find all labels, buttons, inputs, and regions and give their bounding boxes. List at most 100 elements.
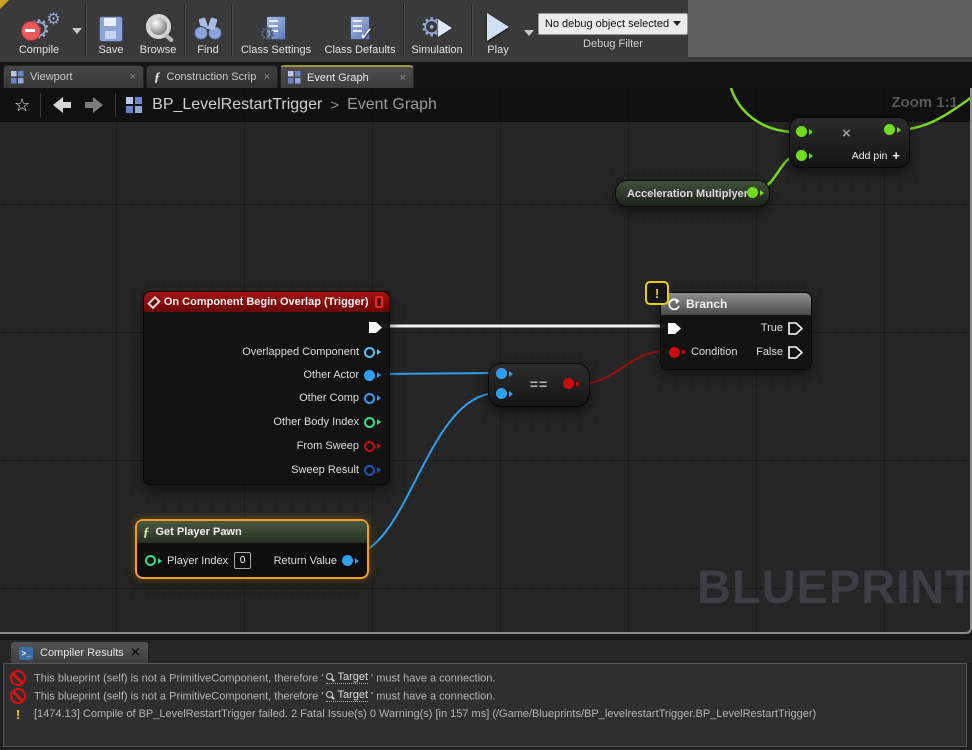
save-button[interactable]: Save (90, 3, 132, 59)
pin-return-value[interactable] (342, 555, 359, 566)
event-node-title: On Component Begin Overlap (Trigger) (163, 296, 369, 308)
chevron-right-icon: > (330, 96, 340, 114)
forward-arrow-icon[interactable] (83, 96, 105, 114)
equals-output-pin[interactable] (563, 378, 580, 389)
tab-event-graph-label: Event Graph (307, 71, 369, 84)
tab-viewport-label: Viewport (30, 71, 73, 83)
compile-label: Compile (18, 44, 60, 56)
target-pin-link[interactable]: Target (326, 689, 369, 703)
find-button[interactable]: Find (188, 3, 228, 59)
tab-close-icon[interactable]: × (129, 71, 136, 83)
multiply-output-pin[interactable] (884, 124, 901, 135)
blueprint-watermark: BLUEPRINT (697, 560, 972, 613)
player-index-label: Player Index (167, 554, 229, 567)
graph-name[interactable]: Event Graph (347, 96, 437, 113)
multiply-symbol: × (842, 125, 851, 142)
breadcrumb-separator (40, 93, 42, 117)
viewport-grid-icon (11, 70, 24, 83)
variable-output-pin[interactable] (747, 187, 764, 198)
debug-object-dropdown[interactable]: No debug object selected (538, 12, 688, 35)
pin-other-comp[interactable] (364, 393, 381, 404)
compiler-warning-row[interactable]: ! [1474.13] Compile of BP_LevelRestartTr… (10, 705, 960, 723)
tab-construction-label: Construction Scrip (166, 71, 257, 83)
pin-label: Other Body Index (273, 416, 359, 428)
favorite-star-icon[interactable]: ☆ (14, 94, 31, 115)
compiler-results-panel: This blueprint (self) is not a Primitive… (3, 663, 967, 747)
exec-in-pin[interactable] (667, 320, 682, 336)
class-settings-button[interactable]: ⚙ Class Settings (236, 3, 316, 59)
compiler-results-icon: >_ (19, 646, 33, 660)
pin-other-actor[interactable] (364, 370, 381, 381)
error-icon (10, 688, 26, 704)
compiler-error-row[interactable]: This blueprint (self) is not a Primitive… (10, 669, 960, 687)
toolbar-separator (231, 4, 233, 56)
pin-condition[interactable] (669, 347, 686, 358)
exec-true-pin[interactable] (788, 321, 803, 336)
add-pin-button[interactable]: Add pin + (852, 148, 900, 163)
tab-close-icon[interactable]: × (399, 71, 406, 84)
node-branch[interactable]: Branch Condition True False (660, 292, 812, 370)
pin-from-sweep[interactable] (364, 441, 381, 452)
bool-wire (577, 350, 667, 385)
branch-icon (668, 297, 680, 310)
class-defaults-button[interactable]: ✓ Class Defaults (320, 3, 400, 59)
node-multiply[interactable]: × Add pin + (789, 117, 910, 168)
pin-sweep-result[interactable] (364, 465, 381, 476)
event-graph-canvas[interactable]: BLUEPRINT ☆ (0, 88, 972, 634)
exec-out-pin[interactable] (368, 319, 383, 335)
condition-label: Condition (691, 346, 738, 358)
tab-compiler-results[interactable]: >_ Compiler Results × (10, 641, 150, 664)
function-icon: ƒ (143, 524, 150, 539)
compile-dropdown-caret-icon[interactable] (72, 28, 82, 34)
tab-close-icon[interactable]: × (263, 71, 270, 83)
browse-button[interactable]: Browse (134, 3, 182, 59)
object-wire (348, 392, 497, 556)
node-on-component-begin-overlap[interactable]: On Component Begin Overlap (Trigger) Ove… (143, 291, 390, 485)
event-diamond-icon (147, 295, 161, 309)
multiply-input-pin-a[interactable] (796, 126, 813, 137)
delegate-pin[interactable] (374, 296, 383, 308)
main-toolbar: ⚙ ⚙ Compile Save Browse Find ⚙ Class Set (0, 0, 972, 64)
compile-icon: ⚙ ⚙ (21, 10, 61, 42)
player-index-input[interactable]: 0 (234, 552, 252, 569)
warning-text: [1474.13] Compile of BP_LevelRestartTrig… (34, 708, 817, 720)
node-equals[interactable]: == (488, 363, 590, 407)
tab-viewport[interactable]: Viewport × (3, 65, 144, 88)
target-pin-link[interactable]: Target (326, 671, 369, 685)
gpp-node-title: Get Player Pawn (155, 526, 242, 538)
node-get-player-pawn[interactable]: ƒ Get Player Pawn Player Index 0 Return … (135, 519, 369, 579)
blueprint-name[interactable]: BP_LevelRestartTrigger (152, 96, 323, 113)
pin-player-index[interactable] (145, 555, 162, 566)
panel-gap (0, 634, 972, 640)
error-text: This blueprint (self) is not a Primitive… (34, 671, 496, 685)
class-settings-label: Class Settings (240, 44, 312, 56)
pin-overlapped-component[interactable] (364, 347, 381, 358)
play-button[interactable]: Play (476, 3, 520, 59)
pin-label: Other Comp (299, 392, 359, 404)
class-defaults-icon: ✓ (350, 10, 374, 44)
warning-icon: ! (15, 706, 21, 722)
node-acceleration-multiplyer[interactable]: Acceleration Multiplyer (615, 180, 770, 207)
compiler-error-row[interactable]: This blueprint (self) is not a Primitive… (10, 687, 960, 705)
multiply-input-pin-b[interactable] (796, 150, 813, 161)
breadcrumb: ☆ BP_LevelRestartTrigger > Event Graph (0, 88, 437, 122)
tab-event-graph[interactable]: Event Graph × (280, 65, 414, 88)
exec-false-pin[interactable] (788, 345, 803, 360)
toolbar-filler (688, 0, 972, 57)
gpp-node-header: ƒ Get Player Pawn (137, 521, 367, 543)
compiler-results-label: Compiler Results (40, 647, 124, 659)
warning-badge[interactable]: ! (645, 281, 669, 305)
class-defaults-label: Class Defaults (324, 44, 396, 56)
compile-button[interactable]: ⚙ ⚙ Compile (8, 3, 70, 59)
pin-other-body-index[interactable] (364, 417, 381, 428)
tab-construction-script[interactable]: ƒ Construction Scrip × (146, 65, 278, 88)
simulation-button[interactable]: ⚙ Simulation (406, 3, 468, 59)
tab-close-icon[interactable]: × (130, 644, 141, 661)
pin-label: Sweep Result (291, 464, 359, 476)
return-value-label: Return Value (273, 554, 337, 567)
true-label: True (760, 322, 783, 334)
debug-object-value: No debug object selected (544, 17, 670, 30)
play-dropdown-caret-icon[interactable] (524, 30, 534, 36)
back-arrow-icon[interactable] (51, 96, 73, 114)
pin-label: Overlapped Component (242, 346, 359, 358)
